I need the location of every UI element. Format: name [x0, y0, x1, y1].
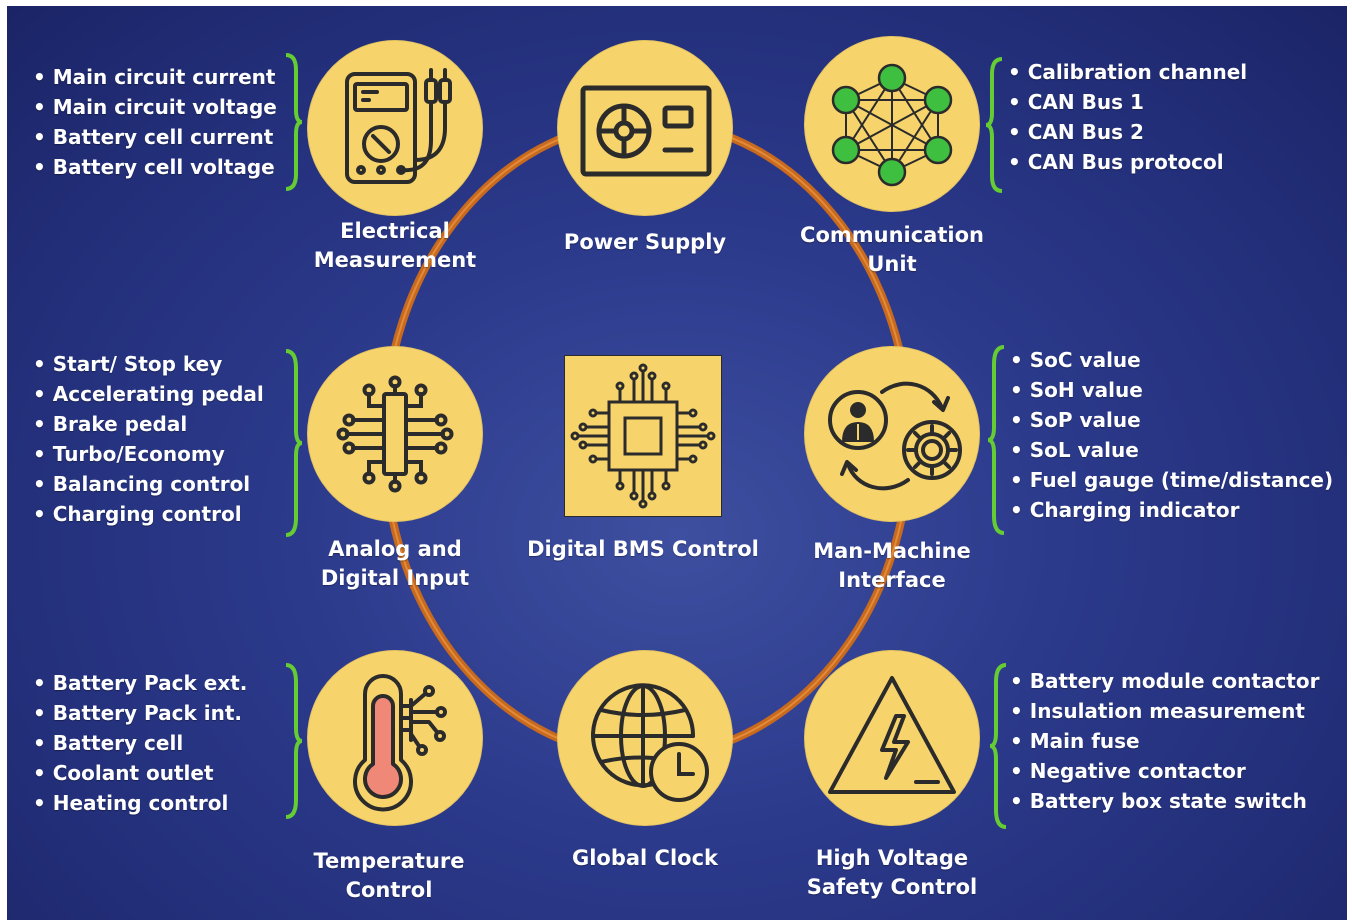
node-label-man-machine-interface: Man-Machine Interface: [813, 539, 971, 592]
network-icon: [831, 63, 953, 187]
list-item: Heating control: [33, 788, 247, 818]
list-item: SoP value: [1010, 405, 1333, 435]
list-item: Insulation measurement: [1010, 696, 1319, 726]
node-label-electrical-measurement: Electrical Measurement: [313, 219, 477, 272]
list-item: Main circuit voltage: [33, 92, 277, 122]
communication-unit-list: Calibration channel CAN Bus 1 CAN Bus 2 …: [1008, 57, 1247, 177]
list-item: Battery box state switch: [1010, 786, 1319, 816]
high-voltage-safety-node: [804, 650, 980, 826]
list-item: Battery Pack ext.: [33, 668, 248, 698]
node-label-digital-bms-control: Digital BMS Control: [527, 537, 759, 561]
list-item: SoH value: [1010, 375, 1333, 405]
list-item: Balancing control: [33, 469, 264, 499]
list-item: Charging control: [33, 499, 264, 529]
node-label-communication-unit: Communication Unit: [800, 223, 984, 276]
analog-digital-input-list: Start/ Stop key Accelerating pedal Brake…: [33, 349, 264, 529]
circuit-icon: [336, 375, 454, 493]
brace-left-analog: [285, 349, 303, 537]
analog-digital-input-node: [307, 346, 483, 522]
list-item: Charging indicator: [1010, 495, 1333, 525]
temperature-control-list: Battery Pack ext. Battery Pack int. Batt…: [33, 668, 248, 818]
node-label-high-voltage-safety: High Voltage Safety Control: [806, 846, 978, 899]
list-item: SoC value: [1010, 345, 1333, 375]
list-item: Accelerating pedal: [33, 379, 264, 409]
high-voltage-safety-list: Battery module contactor Insulation meas…: [1010, 666, 1320, 816]
globe-clock-icon: [591, 683, 709, 802]
list-item: CAN Bus 1: [1008, 87, 1247, 117]
list-item: Calibration channel: [1008, 57, 1247, 87]
multimeter-icon: [345, 68, 452, 184]
bms-diagram: Electrical Measurement Main circuit curr…: [7, 6, 1347, 920]
digital-bms-control-node: [564, 355, 722, 517]
brace-right-mmi: [987, 345, 1005, 535]
brace-left-electrical: [285, 53, 303, 191]
node-label-analog-digital-input: Analog and Digital Input: [320, 537, 470, 590]
list-item: Battery cell current: [33, 122, 277, 152]
list-item: Main fuse: [1010, 726, 1319, 756]
list-item: Brake pedal: [33, 409, 264, 439]
man-machine-interface-node: [804, 346, 980, 522]
list-item: Battery module contactor: [1010, 666, 1320, 696]
list-item: CAN Bus protocol: [1008, 147, 1247, 177]
high-voltage-icon: [828, 676, 956, 794]
electrical-measurement-node: [307, 40, 483, 216]
power-supply-node: [557, 40, 733, 216]
list-item: Battery cell: [33, 728, 247, 758]
list-item: Fuel gauge (time/distance): [1010, 465, 1333, 495]
brace-left-temperature: [285, 663, 303, 819]
list-item: Turbo/Economy: [33, 439, 264, 469]
node-label-global-clock: Global Clock: [571, 846, 719, 870]
brace-right-high-voltage: [989, 663, 1007, 829]
list-item: Main circuit current: [33, 62, 277, 92]
temperature-control-node: [307, 650, 483, 826]
node-label-power-supply: Power Supply: [563, 230, 727, 254]
power-supply-icon: [580, 85, 712, 177]
list-item: Battery Pack int.: [33, 698, 247, 728]
user-gear-icon: [828, 381, 962, 491]
global-clock-node: [557, 650, 733, 826]
list-item: Negative contactor: [1010, 756, 1319, 786]
thermometer-icon: [353, 674, 447, 812]
man-machine-interface-list: SoC value SoH value SoP value SoL value …: [1010, 345, 1333, 525]
list-item: Battery cell voltage: [33, 152, 277, 182]
chip-icon: [570, 363, 716, 509]
node-label-temperature-control: Temperature Control: [313, 849, 465, 902]
brace-right-communication: [985, 57, 1003, 193]
list-item: Coolant outlet: [33, 758, 247, 788]
electrical-measurement-list: Main circuit current Main circuit voltag…: [33, 62, 277, 182]
communication-unit-node: [804, 36, 980, 212]
list-item: Start/ Stop key: [33, 349, 264, 379]
list-item: CAN Bus 2: [1008, 117, 1247, 147]
list-item: SoL value: [1010, 435, 1333, 465]
